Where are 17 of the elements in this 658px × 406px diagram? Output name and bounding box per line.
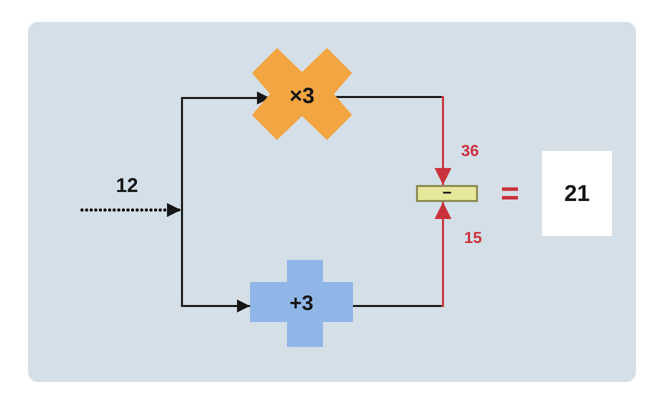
plus-shape — [250, 260, 353, 347]
result-box — [542, 151, 612, 236]
edge-label: 15 — [464, 231, 482, 247]
arrow — [334, 96, 452, 185]
minus-sign: − — [442, 186, 452, 202]
operation-label: ×3 — [289, 85, 315, 107]
dotted-arrow — [80, 203, 183, 217]
operator-bar — [416, 185, 478, 202]
x-shape — [252, 48, 352, 140]
arrow — [181, 92, 270, 210]
arrow — [181, 210, 250, 312]
equals-sign: = — [500, 177, 520, 209]
edge-label: 36 — [461, 144, 479, 160]
result-number: 21 — [564, 182, 590, 205]
operation-label: +3 — [290, 293, 314, 314]
arrow — [353, 202, 452, 307]
edge-label: 12 — [116, 176, 138, 196]
